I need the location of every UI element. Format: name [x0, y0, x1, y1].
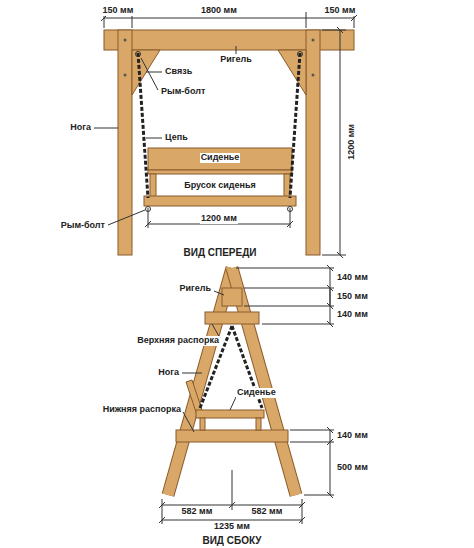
- dimension-label: 140 мм: [336, 310, 369, 320]
- part-label: Нога: [157, 368, 180, 378]
- dimension-label: 1200 мм: [200, 214, 238, 224]
- part-label: Сиденье: [236, 388, 277, 398]
- part-label: Цепь: [164, 133, 189, 143]
- part-label: Связь: [164, 67, 193, 77]
- part-label: Нижняя распорка: [102, 405, 182, 415]
- dimension-label: 140 мм: [336, 273, 369, 283]
- view-caption: ВИД СПЕРЕДИ: [182, 247, 257, 258]
- part-label: Ригель: [178, 284, 212, 294]
- part-label: Рым-болт: [160, 87, 206, 97]
- view-caption: ВИД СБОКУ: [201, 535, 262, 546]
- dimension-label: 140 мм: [336, 431, 369, 441]
- dimension-label: 150 мм: [102, 6, 135, 16]
- dimension-label: 1200 мм: [347, 123, 357, 161]
- part-label: Сиденье: [200, 153, 241, 163]
- part-label: Ригель: [219, 55, 253, 65]
- part-label: Рым-болт: [60, 221, 106, 231]
- part-label: Брусок сиденья: [183, 181, 257, 191]
- dimension-label: 500 мм: [336, 463, 369, 473]
- dimension-label: 582 мм: [181, 507, 214, 517]
- dimension-label: 1800 мм: [200, 6, 238, 16]
- dimension-label: 1235 мм: [213, 522, 251, 532]
- dimension-label: 150 мм: [336, 292, 369, 302]
- part-label: Нога: [69, 123, 92, 133]
- part-label: Верхняя распорка: [136, 336, 220, 346]
- dimension-label: 582 мм: [251, 507, 284, 517]
- dimension-label: 150 мм: [324, 6, 357, 16]
